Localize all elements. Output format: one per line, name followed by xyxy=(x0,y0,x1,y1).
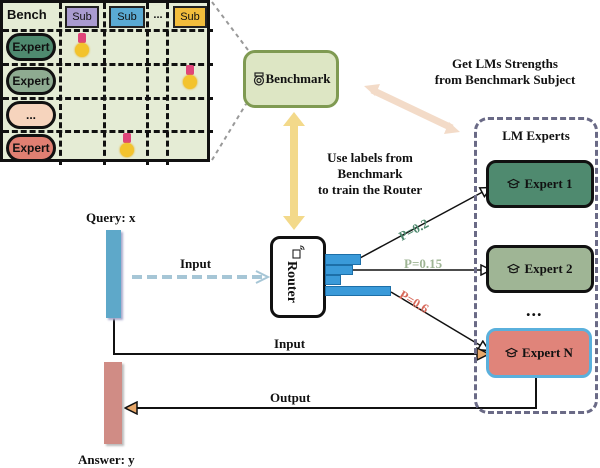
subject-header-1: Sub xyxy=(65,6,99,28)
grid-vline xyxy=(103,3,106,165)
strengths-label-line: from Benchmark Subject xyxy=(434,72,576,87)
train-label-line: Benchmark xyxy=(337,166,403,181)
row-expert-2: Expert xyxy=(6,67,56,95)
grid-hline xyxy=(3,63,213,66)
output-arrow xyxy=(126,378,537,408)
grid-hline xyxy=(3,97,213,100)
strengths-label: Get LMs Strengths from Benchmark Subject xyxy=(410,56,600,88)
expert-2-box: Expert 2 xyxy=(486,245,594,293)
row-expert-1: Expert xyxy=(6,33,56,61)
input-solid-label: Input xyxy=(274,336,306,351)
badge-icon xyxy=(253,72,264,86)
answer-vector xyxy=(104,362,122,444)
experts-ellipsis: ... xyxy=(526,300,543,320)
query-vector xyxy=(106,230,121,318)
benchmark-box: Benchmark xyxy=(243,50,339,108)
probability-label-expert-2: P=0.15 xyxy=(404,256,443,271)
router-output-bar xyxy=(325,275,341,285)
answer-label: Answer: y xyxy=(78,452,135,467)
benchmark-label: Benchmark xyxy=(265,71,331,86)
bench-table: Bench Sub Sub ... Sub Expert Expert ... … xyxy=(0,0,213,165)
row-ellipsis: ... xyxy=(6,101,56,129)
lm-experts-group: LM Experts xyxy=(474,117,598,414)
grid-vline xyxy=(166,3,169,165)
grid-vline xyxy=(146,3,149,165)
lm-experts-title: LM Experts xyxy=(502,128,570,143)
router-icon xyxy=(292,245,305,259)
expert-1-box: Expert 1 xyxy=(486,160,594,208)
router-box: Router xyxy=(270,236,326,318)
route-line-expert-1 xyxy=(359,188,490,259)
output-label: Output xyxy=(270,390,311,405)
expert-label: Expert N xyxy=(522,345,573,360)
row-label: ... xyxy=(25,108,36,122)
row-expert-n: Expert xyxy=(6,134,56,162)
graduation-cap-icon xyxy=(507,263,521,274)
input-dashed-arrow xyxy=(132,270,271,284)
expert-label: Expert 1 xyxy=(524,176,573,191)
row-label: Expert xyxy=(12,74,50,88)
train-label-line: to train the Router xyxy=(317,182,423,197)
zoom-line-top xyxy=(211,1,249,51)
subject-header-4: Sub xyxy=(173,6,207,28)
router-output-bar xyxy=(325,265,353,275)
route-line-expert-n xyxy=(390,291,488,350)
expert-n-box: Expert N xyxy=(486,328,592,378)
grid-hline xyxy=(3,130,213,133)
graduation-cap-icon xyxy=(507,178,521,189)
medal-icon xyxy=(120,133,134,159)
subject-header-ellipsis: ... xyxy=(151,6,165,28)
expert-label: Expert 2 xyxy=(524,261,573,276)
router-output-bar xyxy=(325,286,391,296)
grid-hline xyxy=(3,29,213,32)
subject-label: ... xyxy=(153,9,163,21)
strengths-label-line: Get LMs Strengths xyxy=(452,56,558,71)
subject-label: Sub xyxy=(117,11,137,23)
query-label: Query: x xyxy=(86,210,136,225)
bench-header-label: Bench xyxy=(7,7,47,22)
grid-vline xyxy=(59,3,62,165)
strengths-double-arrow xyxy=(364,84,460,134)
train-router-label: Use labels from Benchmark to train the R… xyxy=(300,150,440,198)
zoom-line-bottom xyxy=(211,103,247,161)
medal-icon xyxy=(183,65,197,91)
input-dashed-label: Input xyxy=(180,256,212,271)
subject-label: Sub xyxy=(180,11,200,23)
router-output-bar xyxy=(325,254,361,265)
row-label: Expert xyxy=(12,141,50,155)
router-label: Router xyxy=(284,261,299,303)
subject-label: Sub xyxy=(72,11,92,23)
graduation-cap-icon xyxy=(505,347,519,358)
medal-icon xyxy=(75,33,89,59)
train-label-line: Use labels from xyxy=(327,150,413,165)
input-solid-arrow xyxy=(113,318,488,354)
row-label: Expert xyxy=(12,40,50,54)
train-double-arrow xyxy=(283,112,305,230)
subject-header-2: Sub xyxy=(109,6,145,28)
